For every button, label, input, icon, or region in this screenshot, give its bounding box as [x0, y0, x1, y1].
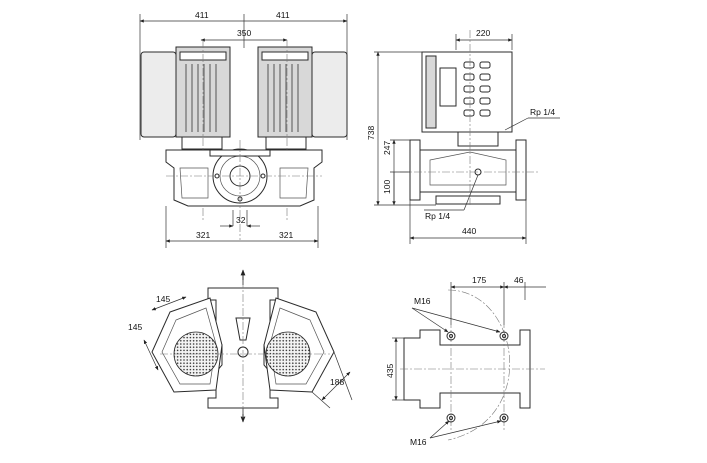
dim-label-motor-spacing: 350 — [237, 28, 251, 38]
dim-label-motor-width: 220 — [476, 28, 490, 38]
extension-line — [333, 351, 353, 401]
dim-label-base-length: 440 — [462, 226, 476, 236]
base-view: 175 46 M16 M16 435 — [385, 275, 546, 447]
left-coupling-housing — [181, 136, 223, 150]
label-bolt-top: M16 — [414, 296, 431, 306]
leader-line-bolt-bottom-right — [429, 420, 502, 439]
dim-label-diag-b: 145 — [128, 322, 142, 332]
dim-label-flange-length: 435 — [385, 364, 395, 378]
extension-line — [311, 391, 331, 409]
bolt-hole-bottom-left — [446, 413, 456, 423]
side-motor-end — [425, 55, 437, 129]
right-motor-fins — [267, 64, 299, 132]
leader-line-bolt-top — [411, 307, 449, 333]
dim-label-flange-offset: 32 — [236, 215, 246, 225]
label-bolt-bottom: M16 — [410, 437, 427, 447]
dim-label-top-left: 411 — [195, 10, 209, 20]
side-view: 220 738 — [366, 28, 560, 244]
left-fan-cover — [140, 51, 177, 138]
dim-label-edge-offset: 46 — [514, 275, 524, 285]
right-pump-head-inner — [269, 307, 325, 385]
leader-line-port-top — [504, 117, 529, 131]
label-port-bottom: Rp 1/4 — [425, 211, 450, 221]
dim-label-top-right: 411 — [276, 10, 290, 20]
leader-line-bolt-top-right — [411, 307, 501, 333]
side-terminal-box — [439, 67, 457, 107]
bolt-hole-top-left — [446, 331, 456, 341]
side-pump-casing — [419, 149, 517, 193]
dim-label-diag-c: 188 — [330, 377, 344, 387]
side-inlet-flange — [409, 139, 421, 201]
base-hidden-outline — [447, 289, 510, 441]
right-fan-cover — [311, 51, 348, 138]
bolt-hole-bottom-right — [499, 413, 509, 423]
left-pump-head-inner — [161, 307, 217, 385]
dimension-line-diag-c — [321, 371, 351, 401]
label-port-top: Rp 1/4 — [530, 107, 555, 117]
dim-label-hole-spacing: 175 — [472, 275, 486, 285]
front-view: 411 411 350 — [139, 10, 348, 248]
right-volute-outline — [279, 167, 309, 199]
side-coupling — [457, 131, 499, 147]
leader-line-port-bottom — [463, 174, 479, 211]
dim-label-bottom-right: 321 — [279, 230, 293, 240]
dim-label-flange-height: 247 — [382, 141, 392, 155]
side-motor-cooling-fins — [463, 61, 491, 117]
dim-label-total-height: 738 — [366, 126, 376, 140]
left-volute-outline — [179, 167, 209, 199]
bolt-hole-top-right — [499, 331, 509, 341]
left-motor-fins — [185, 64, 217, 132]
top-view: 145 145 188 — [128, 269, 353, 423]
dimension-line-diag-b — [143, 339, 159, 371]
right-motor-body — [257, 46, 313, 138]
side-impeller-outline — [429, 151, 507, 186]
right-coupling-housing — [265, 136, 307, 150]
dim-label-diag-a: 145 — [156, 294, 170, 304]
dimension-line-diag-a — [151, 296, 187, 311]
dim-label-center-height: 100 — [382, 180, 392, 194]
right-terminal-box — [261, 51, 309, 61]
leader-line-bolt-bottom — [429, 420, 450, 439]
side-outlet-flange — [515, 139, 527, 201]
dim-label-bottom-left: 321 — [196, 230, 210, 240]
